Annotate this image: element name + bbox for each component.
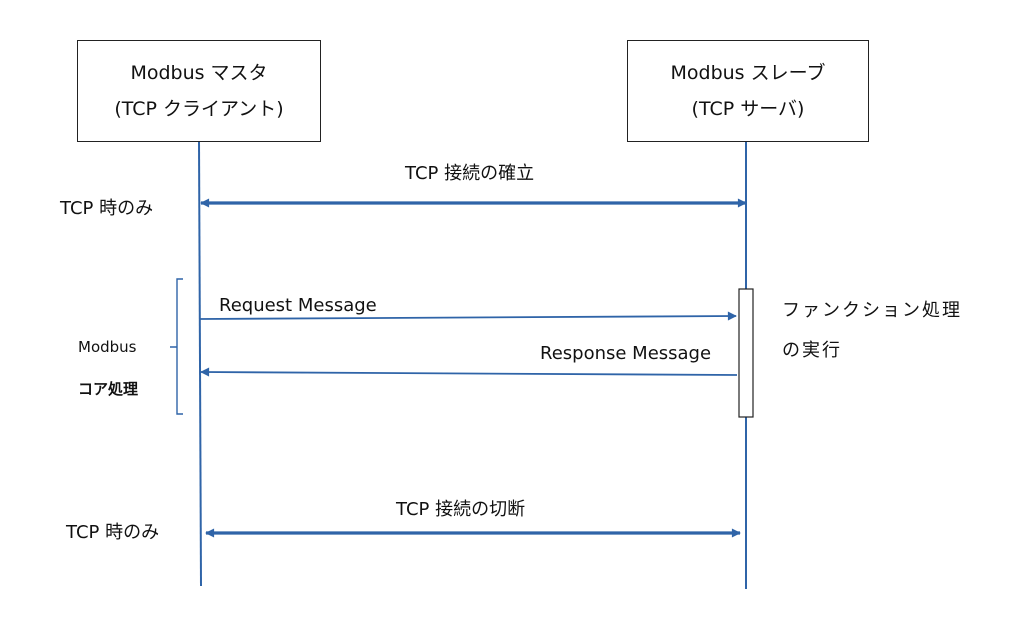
modbus-label: Modbus (78, 338, 137, 356)
request-label: Request Message (219, 295, 377, 316)
tcp-only-label-top: TCP 時のみ (60, 198, 154, 219)
master-lifeline (198, 140, 202, 587)
response-label: Response Message (540, 343, 712, 364)
tcp-only-label-bottom: TCP 時のみ (66, 522, 160, 543)
slave-role: (TCP サーバ) (691, 98, 805, 120)
request-arrow (199, 311, 737, 321)
slave-activation-bar (738, 288, 754, 418)
modbus-master-box: Modbus マスタ (TCP クライアント) (77, 40, 321, 142)
slave-name: Modbus スレーブ (670, 62, 826, 84)
connect-label: TCP 接続の確立 (405, 163, 535, 184)
disconnect-label: TCP 接続の切断 (396, 499, 526, 520)
response-arrow (200, 367, 738, 377)
modbus-slave-box: Modbus スレーブ (TCP サーバ) (627, 40, 869, 142)
function-exec-note-line1: ファンクション処理 (782, 300, 962, 321)
master-name: Modbus マスタ (130, 62, 268, 84)
function-exec-note-line2: の実行 (782, 340, 842, 361)
core-processing-label: コア処理 (78, 380, 139, 398)
master-role: (TCP クライアント) (114, 98, 284, 120)
modbus-core-bracket (170, 278, 183, 415)
